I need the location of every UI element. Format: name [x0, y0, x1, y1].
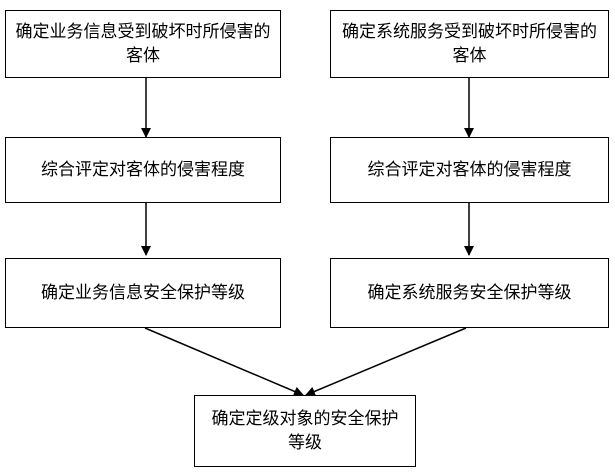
node-business-info-level-label: 确定业务信息安全保护等级: [41, 283, 245, 303]
node-business-info-object-label: 确定业务信息受到破坏时所侵害的客体: [15, 22, 271, 66]
node-right-harm-assessment: 综合评定对客体的侵害程度: [330, 137, 609, 203]
node-system-service-object: 确定系统服务受到破坏时所侵害的客体: [330, 10, 609, 78]
node-final-protection-level: 确定定级对象的安全保护等级: [194, 395, 416, 467]
node-system-service-object-label: 确定系统服务受到破坏时所侵害的客体: [342, 22, 597, 66]
node-final-protection-level-label: 确定定级对象的安全保护等级: [211, 409, 399, 453]
arrow-left-3-to-bottom: [144, 327, 304, 397]
node-business-info-level: 确定业务信息安全保护等级: [5, 258, 281, 328]
node-business-info-object: 确定业务信息受到破坏时所侵害的客体: [5, 10, 281, 78]
arrow-right-3-to-bottom: [305, 327, 467, 397]
node-system-service-level-label: 确定系统服务安全保护等级: [367, 283, 572, 303]
node-left-harm-assessment: 综合评定对客体的侵害程度: [5, 137, 281, 203]
node-left-harm-assessment-label: 综合评定对客体的侵害程度: [41, 160, 245, 180]
node-right-harm-assessment-label: 综合评定对客体的侵害程度: [367, 160, 572, 180]
node-system-service-level: 确定系统服务安全保护等级: [330, 258, 609, 328]
